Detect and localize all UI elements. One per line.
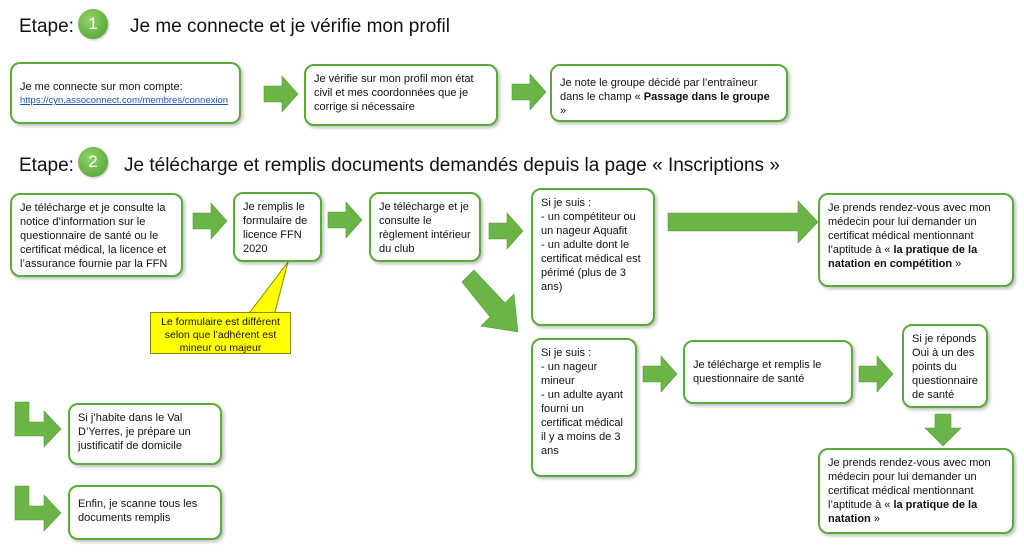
box-mineur-condition: Si je suis : - un nageur mineur - un adu… bbox=[531, 338, 637, 477]
box-licence: Je remplis le formulaire de licence FFN … bbox=[233, 192, 322, 262]
step2-title: Je télécharge et remplis documents deman… bbox=[124, 155, 780, 176]
mineur-line-2: - un nageur mineur bbox=[541, 361, 598, 387]
box-verify-profile: Je vérifie sur mon profil mon état civil… bbox=[304, 64, 498, 126]
competitor-line-3: - un adulte dont le certificat médical e… bbox=[541, 239, 641, 293]
arrow-bent-scan bbox=[14, 485, 62, 532]
arrow-competitor-to-rdv bbox=[667, 200, 819, 244]
mineur-line-3: - un adulte ayant fourni un certificat m… bbox=[541, 389, 623, 457]
mineur-line-1: Si je suis : bbox=[541, 347, 592, 359]
arrow-verify-to-group bbox=[511, 73, 547, 111]
box-questionnaire: Je télécharge et remplis le questionnair… bbox=[683, 340, 853, 404]
scan-text: Enfin, je scanne tous les documents remp… bbox=[78, 498, 198, 524]
rdv-natation-text: Je prends rendez-vous avec mon médecin p… bbox=[828, 457, 991, 525]
box-rdv-natation: Je prends rendez-vous avec mon médecin p… bbox=[818, 448, 1014, 534]
box-notice: Je télécharge et je consulte la notice d… bbox=[10, 193, 183, 277]
step2-label: Etape: bbox=[19, 155, 74, 176]
connexion-link[interactable]: https://cyn.assoconnect.com/membres/conn… bbox=[20, 95, 229, 106]
step1-label: Etape: bbox=[19, 16, 74, 37]
arrow-reglement-to-competitor bbox=[488, 212, 524, 250]
verify-text: Je vérifie sur mon profil mon état civil… bbox=[314, 73, 474, 113]
box-competitor-condition: Si je suis : - un compétiteur ou un nage… bbox=[531, 188, 655, 326]
box-rdv-competition: Je prends rendez-vous avec mon médecin p… bbox=[818, 193, 1014, 287]
domicile-text: Si j’habite dans le Val D’Yerres, je pré… bbox=[78, 412, 191, 452]
arrow-licence-to-reglement bbox=[327, 201, 363, 239]
step1-title: Je me connecte et je vérifie mon profil bbox=[130, 16, 450, 37]
questionnaire-text: Je télécharge et remplis le questionnair… bbox=[693, 359, 822, 385]
callout-formulaire: Le formulaire est différent selon que l’… bbox=[150, 312, 291, 354]
licence-text: Je remplis le formulaire de licence FFN … bbox=[243, 201, 308, 255]
step2-number-badge: 2 bbox=[78, 147, 108, 177]
arrow-reglement-to-mineur bbox=[461, 269, 519, 333]
box-scan: Enfin, je scanne tous les documents remp… bbox=[68, 485, 222, 540]
group-text: Je note le groupe décidé par l’entraîneu… bbox=[560, 77, 770, 117]
arrow-mineur-to-questionnaire bbox=[642, 355, 678, 393]
oui-text: Si je réponds Oui à un des points du que… bbox=[912, 333, 979, 401]
competitor-line-2: - un compétiteur ou un nageur Aquafit bbox=[541, 211, 636, 237]
reglement-text: Je télécharge et je consulte le règlemen… bbox=[379, 201, 471, 255]
arrow-notice-to-licence bbox=[192, 202, 228, 240]
competitor-line-1: Si je suis : bbox=[541, 197, 592, 209]
arrow-bent-domicile bbox=[14, 401, 62, 448]
box-domicile: Si j’habite dans le Val D’Yerres, je pré… bbox=[68, 403, 222, 465]
box-reglement: Je télécharge et je consulte le règlemen… bbox=[369, 192, 481, 262]
arrow-questionnaire-to-oui bbox=[858, 355, 894, 393]
box-connect-account: Je me connecte sur mon compte: https://c… bbox=[10, 62, 241, 124]
rdv-competition-text: Je prends rendez-vous avec mon médecin p… bbox=[828, 202, 991, 270]
callout-pointer bbox=[248, 261, 289, 313]
arrow-connect-to-verify bbox=[263, 75, 299, 113]
step1-number-badge: 1 bbox=[78, 9, 108, 39]
notice-text: Je télécharge et je consulte la notice d… bbox=[20, 202, 168, 270]
box-oui-condition: Si je réponds Oui à un des points du que… bbox=[902, 324, 988, 408]
connect-text: Je me connecte sur mon compte: bbox=[20, 81, 183, 93]
group-field-name: Passage dans le groupe bbox=[643, 91, 770, 103]
box-note-group: Je note le groupe décidé par l’entraîneu… bbox=[550, 64, 788, 122]
arrow-oui-down-to-rdv bbox=[924, 413, 962, 447]
